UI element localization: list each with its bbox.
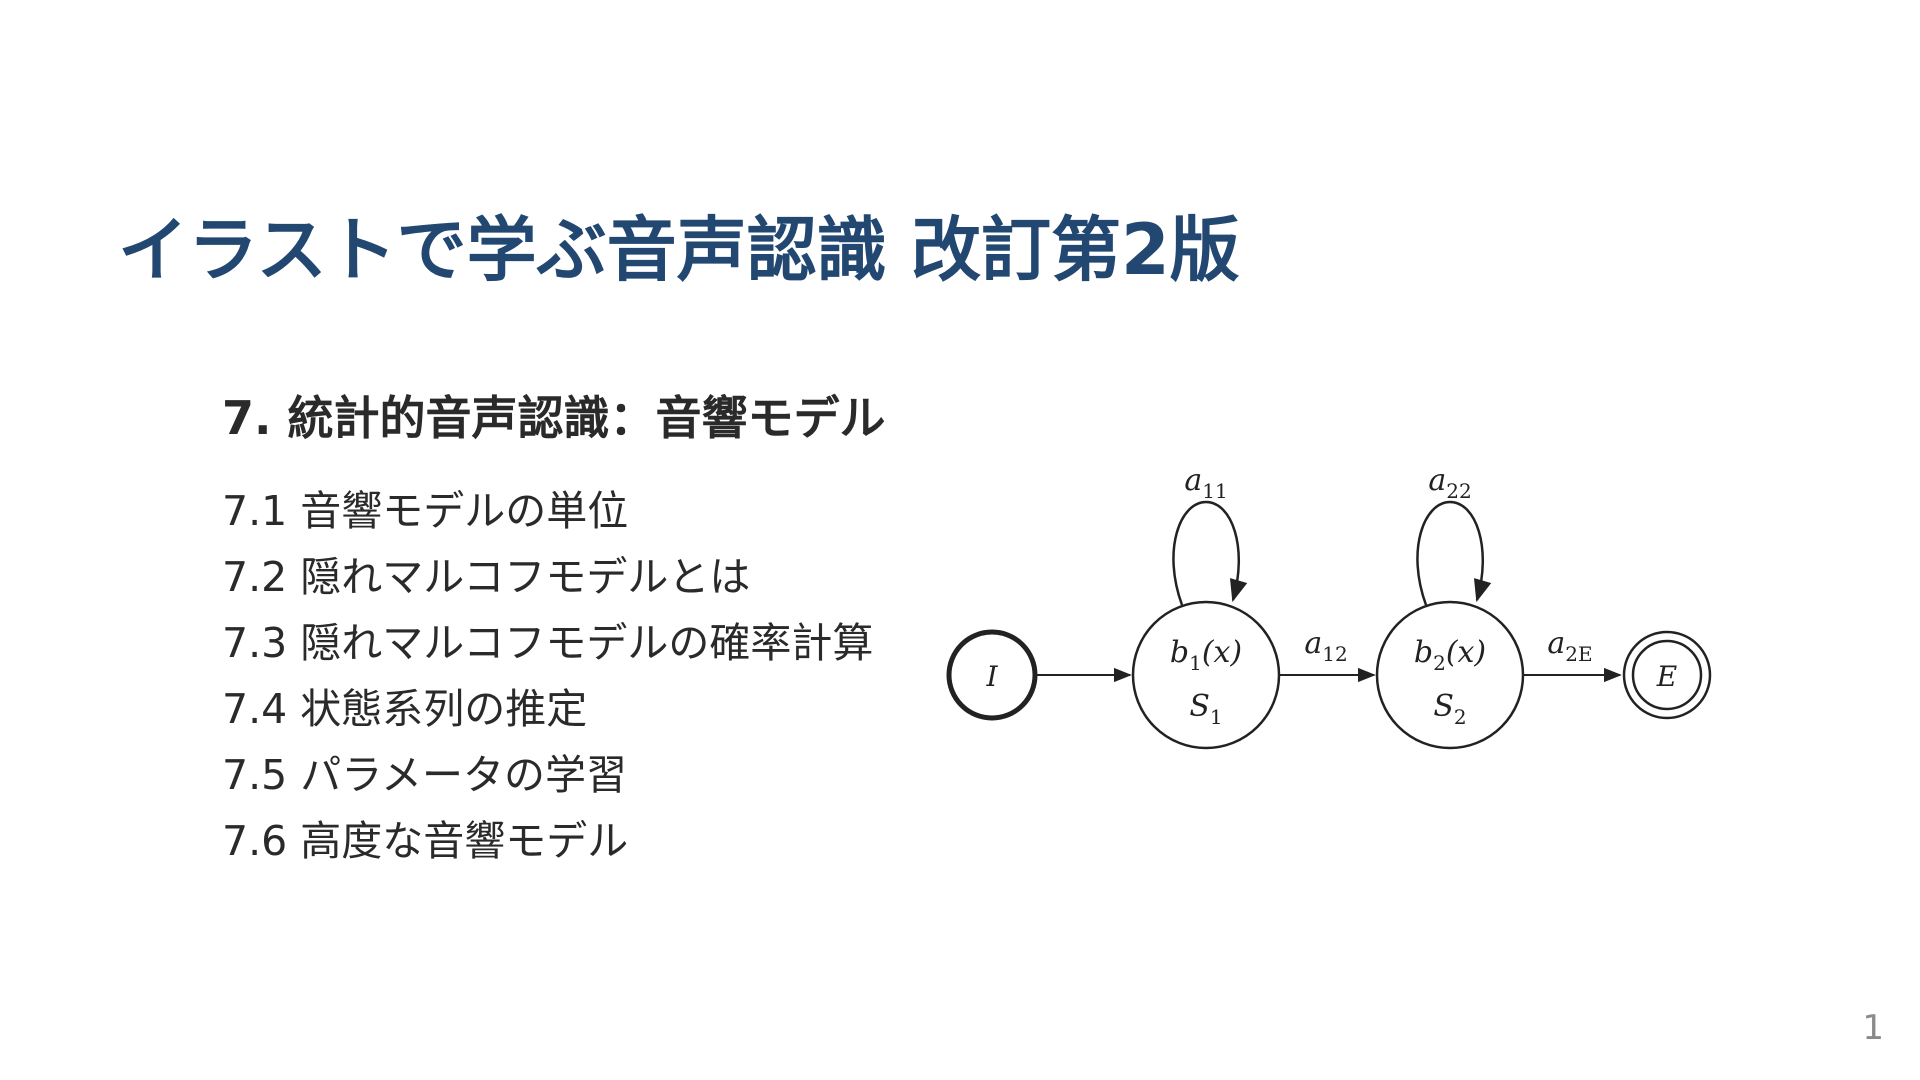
section-list: 7.1 音響モデルの単位 7.2 隠れマルコフモデルとは 7.3 隠れマルコフモ… xyxy=(222,478,873,874)
end-state-label: E xyxy=(1656,660,1677,693)
output-prob-label: b1(x) xyxy=(1170,635,1242,675)
section-item: 7.3 隠れマルコフモデルの確率計算 xyxy=(222,619,874,667)
self-loop-label: a11 xyxy=(1184,463,1227,503)
state-label: S2 xyxy=(1433,689,1466,729)
section-item: 7.6 高度な音響モデル xyxy=(222,817,629,865)
initial-state-node: I xyxy=(946,629,1038,721)
page-number: 1 xyxy=(1862,1008,1884,1048)
transition-label: a12 xyxy=(1304,626,1347,666)
output-prob-label: b2(x) xyxy=(1414,635,1486,675)
state-node-s2: b2(x) S2 a22 xyxy=(1375,463,1525,750)
slide-title: イラストで学ぶ音声認識 改訂第2版 xyxy=(118,209,1240,291)
section-item: 7.2 隠れマルコフモデルとは xyxy=(222,553,751,601)
self-loop-arrow xyxy=(1416,500,1492,606)
self-loop-label: a22 xyxy=(1428,463,1471,503)
hmm-diagram: I b1(x) S1 a11 a12 b2 xyxy=(946,463,1712,750)
chapter-heading: 7. 統計的音声認識：音響モデル xyxy=(222,391,886,445)
end-state-node: E xyxy=(1622,630,1712,720)
state-node-s1: b1(x) S1 a11 xyxy=(1131,463,1281,750)
section-item: 7.4 状態系列の推定 xyxy=(222,685,588,733)
section-item: 7.5 パラメータの学習 xyxy=(222,751,628,799)
state-label: S1 xyxy=(1189,689,1222,729)
initial-state-label: I xyxy=(985,660,998,693)
self-loop-arrow xyxy=(1172,500,1248,606)
transition-label: a2E xyxy=(1547,626,1592,666)
section-item: 7.1 音響モデルの単位 xyxy=(222,487,629,535)
